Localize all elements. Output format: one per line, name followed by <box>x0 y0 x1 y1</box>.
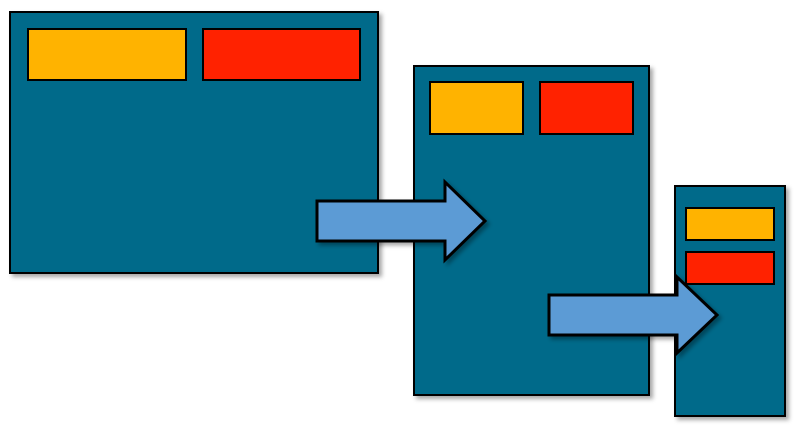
red-block <box>202 28 361 81</box>
right-arrow-icon <box>315 178 488 264</box>
red-block <box>539 81 634 135</box>
orange-block <box>429 81 524 135</box>
red-block <box>685 251 775 285</box>
panel-wide <box>9 11 379 274</box>
orange-block <box>685 207 775 241</box>
right-arrow-icon <box>547 273 720 357</box>
orange-block <box>27 28 187 81</box>
